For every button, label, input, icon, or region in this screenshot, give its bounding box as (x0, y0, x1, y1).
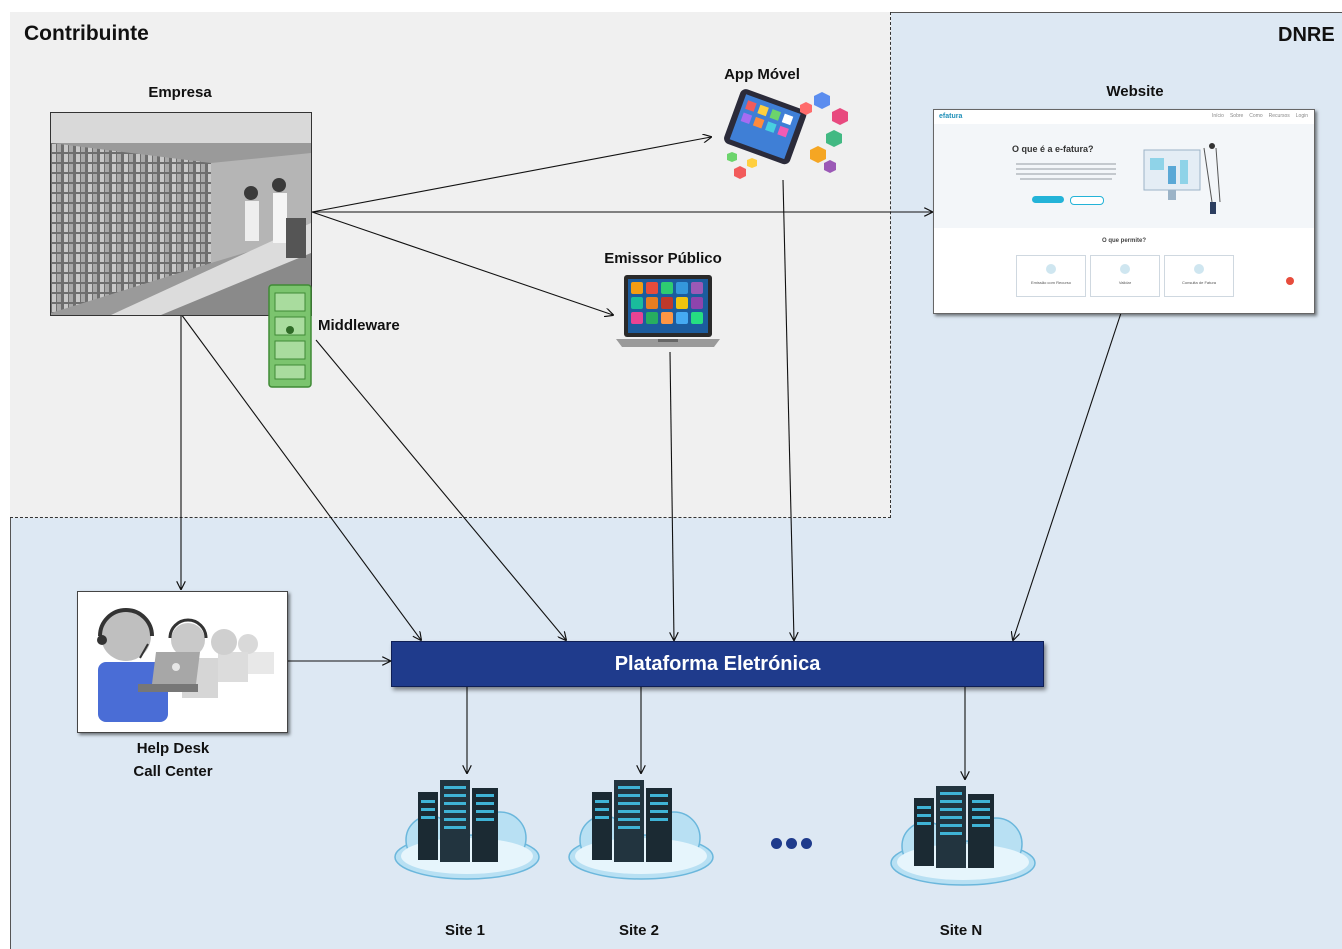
website-card: Validar (1090, 255, 1160, 297)
website-card: Consulta de Fatura (1164, 255, 1234, 297)
website-card-label: Validar (1118, 280, 1132, 285)
dnre-title: DNRE (1278, 24, 1335, 46)
website-brand: efatura (939, 113, 963, 120)
website-section-title: O que permite? (1101, 238, 1146, 244)
website-nav-item: Login (1295, 113, 1308, 119)
website-nav-item: Recursos (1268, 113, 1290, 119)
contribuinte-title: Contribuinte (24, 22, 149, 45)
site-1-label: Site 1 (444, 922, 486, 939)
site-n-label: Site N (939, 922, 983, 939)
arrow-empresa-plataforma (180, 313, 421, 640)
arrow-empresa-emissor (311, 211, 613, 315)
emissor-publico-icon (614, 273, 724, 353)
arrow-empresa-app (311, 137, 711, 213)
arrow-emissor-plataforma (670, 351, 674, 640)
website-hero-button-secondary (1070, 196, 1104, 205)
empresa-photo (50, 112, 312, 316)
helpdesk-illustration (77, 591, 288, 733)
website-hero-button-primary (1032, 196, 1064, 203)
website-hero-illustration (1134, 140, 1224, 220)
app-movel-label: App Móvel (724, 66, 800, 83)
website-nav-item: Sobre (1229, 113, 1244, 119)
website-nav: Início Sobre Como Recursos Login (1212, 113, 1308, 119)
site-n-icon (886, 778, 1041, 888)
website-card: Emissão com Recurso (1016, 255, 1086, 297)
middleware-label: Middleware (318, 317, 400, 334)
helpdesk-label: Help Desk (136, 740, 210, 757)
emissor-publico-label: Emissor Público (604, 250, 722, 267)
website-hero-text (1016, 160, 1116, 183)
site-2-icon (564, 772, 719, 882)
website-help-icon (1286, 277, 1294, 285)
website-screenshot: efatura Início Sobre Como Recursos Login… (933, 109, 1315, 314)
website-card-label: Consulta de Fatura (1181, 280, 1217, 285)
website-hero-title: O que é a e-fatura? (1012, 144, 1094, 154)
site-1-icon (390, 772, 545, 882)
empresa-label: Empresa (148, 84, 212, 101)
website-label: Website (1106, 83, 1164, 100)
arrow-middleware-plataforma (315, 339, 566, 640)
site-2-label: Site 2 (618, 922, 660, 939)
middleware-icon (266, 283, 314, 389)
app-movel-icon (710, 88, 855, 183)
ellipsis-icon (771, 836, 817, 849)
website-card-label: Emissão com Recurso (1030, 280, 1071, 285)
arrow-website-plataforma (1013, 312, 1122, 640)
arrow-app-plataforma (782, 179, 794, 640)
website-nav-item: Como (1249, 113, 1263, 119)
operator-figure (97, 608, 274, 722)
plataforma-label: Plataforma Eletrónica (614, 652, 821, 675)
website-hero (934, 124, 1314, 228)
website-nav-item: Início (1212, 113, 1224, 119)
plataforma-eletronica: Plataforma Eletrónica (391, 641, 1044, 687)
callcenter-label: Call Center (133, 763, 213, 780)
